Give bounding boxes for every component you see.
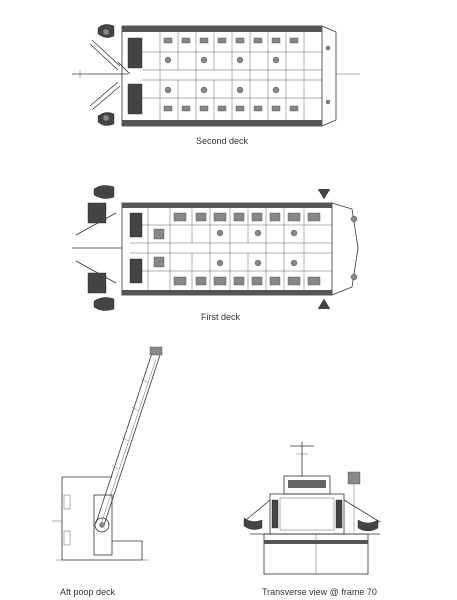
caption-second-deck: Second deck [196, 136, 249, 146]
second-deck-plan [70, 18, 370, 133]
second-deck-drawing [72, 24, 360, 127]
aft-poop-deck-elevation [52, 345, 192, 580]
caption-first-deck: First deck [201, 312, 241, 322]
transverse-view-drawing [243, 442, 381, 575]
caption-transverse-view: Transverse view @ frame 70 [262, 587, 377, 597]
first-deck-plan [70, 183, 370, 313]
aft-poop-deck-drawing [52, 346, 163, 561]
caption-aft-poop-deck: Aft poop deck [60, 587, 116, 597]
transverse-view-frame-70 [240, 440, 400, 580]
first-deck-drawing [72, 185, 359, 311]
